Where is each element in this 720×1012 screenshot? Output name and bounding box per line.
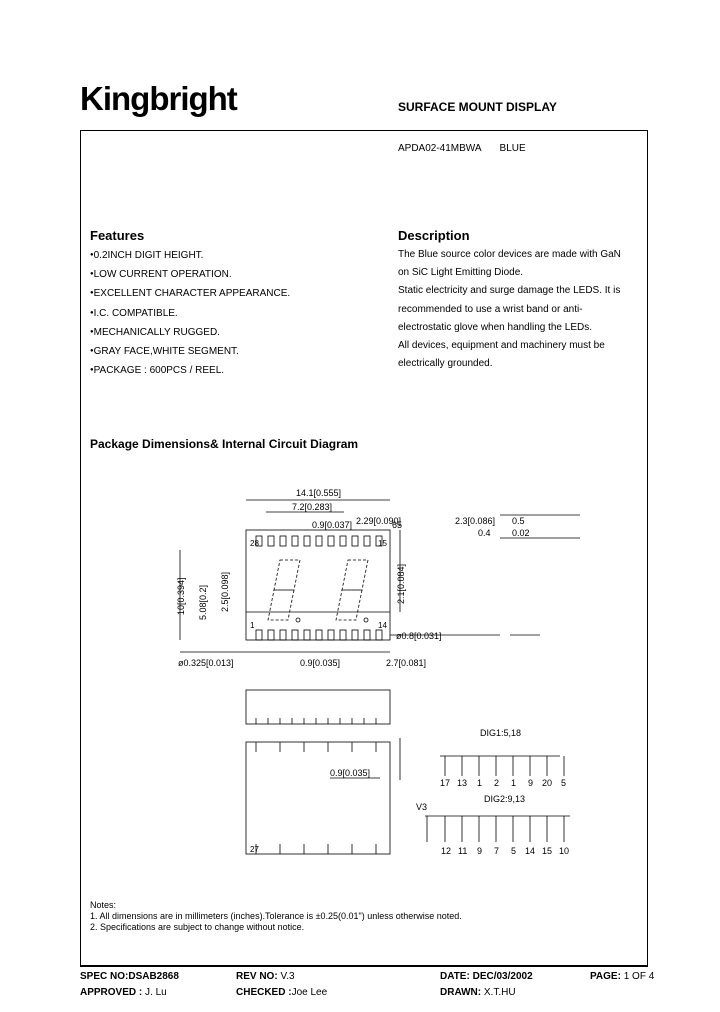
dim-pin-65: 65 bbox=[392, 520, 402, 530]
circuit-dig1-pin: 2 bbox=[494, 778, 499, 788]
circuit-dig2-pin: 15 bbox=[542, 846, 552, 856]
description-line: The Blue source color devices are made w… bbox=[398, 249, 621, 260]
circuit-dig1-pin: 5 bbox=[561, 778, 566, 788]
decimal-point-two bbox=[363, 617, 369, 623]
circuit-dig2 bbox=[425, 815, 570, 842]
pin-label-28: 28 bbox=[250, 539, 259, 548]
approved-by: APPROVED : J. Lu bbox=[80, 987, 167, 998]
digit-one bbox=[267, 559, 301, 621]
dim-side-thk-b: 0.5 bbox=[512, 516, 525, 526]
circuit-dig1-pin: 1 bbox=[477, 778, 482, 788]
features-heading: Features bbox=[90, 228, 145, 243]
top-pin-row bbox=[255, 535, 383, 547]
description-line: Static electricity and surge damage the … bbox=[398, 285, 621, 297]
note-line: 2. Specifications are subject to change … bbox=[90, 922, 305, 932]
description-line: recommended to use a wrist band or anti- bbox=[398, 303, 583, 315]
circuit-dig2-pin: 14 bbox=[525, 846, 535, 856]
circuit-dig1-pin: 13 bbox=[457, 778, 467, 788]
circuit-dig1-pin: 17 bbox=[440, 778, 450, 788]
footer-rule bbox=[80, 966, 648, 967]
display-body-outline bbox=[245, 529, 391, 641]
note-line: 1. All dimensions are in millimeters (in… bbox=[90, 911, 462, 921]
pin-label-1: 1 bbox=[250, 621, 255, 630]
feature-item: PACKAGE : 600PCS / REEL. bbox=[90, 361, 290, 380]
dim-width-total: 14.1[0.555] bbox=[296, 488, 341, 498]
notes-block: Notes: 1. All dimensions are in millimet… bbox=[90, 900, 462, 933]
document-title: SURFACE MOUNT DISPLAY bbox=[398, 100, 557, 114]
content-frame bbox=[80, 130, 648, 966]
dim-side-height: 2.1[0.084] bbox=[396, 564, 406, 604]
package-dimension-drawing: 14.1[0.555] 7.2[0.283] 0.9[0.037] 2.29[0… bbox=[176, 488, 580, 856]
dim-seg-gap: 0.9[0.037] bbox=[312, 520, 352, 530]
front-view bbox=[179, 499, 500, 653]
description-line: electrostatic glove when handling the LE… bbox=[398, 321, 593, 333]
feature-item: MECHANICALLY RUGGED. bbox=[90, 323, 290, 342]
company-logo: Kingbright bbox=[80, 80, 238, 117]
description-line: on SiC Light Emitting Diode. bbox=[398, 267, 524, 279]
rev-no: REV NO: V.3 bbox=[236, 971, 295, 982]
part-number-line: APDA02-41MBWA BLUE bbox=[398, 143, 526, 154]
circuit-dig2-pin: 12 bbox=[441, 846, 451, 856]
features-list: 0.2INCH DIGIT HEIGHT. LOW CURRENT OPERAT… bbox=[90, 246, 291, 380]
emitting-color: BLUE bbox=[499, 143, 526, 154]
description-line: electrically grounded. bbox=[398, 358, 493, 370]
dim-pad: ø0.325[0.013] bbox=[178, 658, 234, 668]
feature-item: GRAY FACE,WHITE SEGMENT. bbox=[90, 342, 290, 361]
circuit-dig2-pin: 5 bbox=[511, 846, 516, 856]
dim-side-thk-d: 0.02 bbox=[512, 528, 530, 538]
dim-pitch: 0.9[0.035] bbox=[300, 658, 340, 668]
bottom-view bbox=[245, 689, 391, 725]
dim-side-thk-a: 2.3[0.086] bbox=[455, 516, 495, 526]
description-line: All devices, equipment and machinery mus… bbox=[398, 340, 605, 352]
notes-title: Notes: bbox=[90, 900, 117, 910]
feature-item: 0.2INCH DIGIT HEIGHT. bbox=[90, 246, 290, 265]
circuit-dig2-pin: 11 bbox=[458, 846, 467, 856]
feature-item: EXCELLENT CHARACTER APPEARANCE. bbox=[90, 284, 291, 303]
circuit-dig1-pin: 20 bbox=[542, 778, 552, 788]
pin-label-14: 14 bbox=[378, 621, 387, 630]
side-view bbox=[500, 514, 580, 636]
part-number: APDA02-41MBWA bbox=[398, 143, 482, 154]
circuit-dig1 bbox=[440, 755, 565, 776]
pin-label-27: 27 bbox=[250, 845, 259, 854]
description-heading: Description bbox=[398, 228, 470, 243]
dim-bottom: 0.9[0.035] bbox=[330, 768, 370, 778]
circuit-dig1-pin: 9 bbox=[528, 778, 533, 788]
dim-digit-height: 5.08[0.2] bbox=[198, 585, 208, 620]
dim-pin-dia: ø0.8[0.031] bbox=[396, 631, 442, 641]
feature-item: I.C. COMPATIBLE. bbox=[90, 304, 290, 323]
dim-char-height: 2.5[0.098] bbox=[220, 572, 230, 612]
circuit-dig1-label: DIG1:5,18 bbox=[480, 728, 521, 738]
dim-dp-offset: 2.29[0.090] bbox=[356, 516, 401, 526]
circuit-dig2-pin: 10 bbox=[559, 846, 569, 856]
circuit-vcc-label: V3 bbox=[416, 802, 427, 812]
spec-no: SPEC NO:DSAB2868 bbox=[80, 971, 179, 982]
digit-two bbox=[335, 559, 369, 621]
bottom-pin-row bbox=[255, 629, 383, 641]
description-text: The Blue source color devices are made w… bbox=[398, 246, 621, 373]
date: DATE: DEC/03/2002 bbox=[440, 971, 533, 982]
feature-item: LOW CURRENT OPERATION. bbox=[90, 265, 290, 284]
page-number: PAGE: 1 OF 4 bbox=[590, 971, 655, 982]
dim-pad-len: 2.7[0.081] bbox=[386, 658, 426, 668]
pin-label-15: 15 bbox=[378, 539, 387, 548]
back-view bbox=[245, 738, 401, 855]
dim-side-thk-c: 0.4 bbox=[478, 528, 491, 538]
dim-height-total: 10[0.394] bbox=[176, 577, 186, 615]
circuit-dig2-pin: 7 bbox=[494, 846, 499, 856]
circuit-dig2-label: DIG2:9,13 bbox=[484, 794, 525, 804]
circuit-dig1-pin: 1 bbox=[511, 778, 516, 788]
drawn-by: DRAWN: X.T.HU bbox=[440, 987, 516, 998]
dim-digit-pitch: 7.2[0.283] bbox=[292, 502, 332, 512]
drawing-heading: Package Dimensions& Internal Circuit Dia… bbox=[90, 437, 359, 451]
checked-by: CHECKED :Joe Lee bbox=[236, 987, 328, 998]
circuit-dig2-pin: 9 bbox=[477, 846, 482, 856]
decimal-point-one bbox=[295, 617, 301, 623]
